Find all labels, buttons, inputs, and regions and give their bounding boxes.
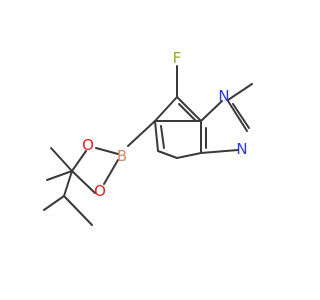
structure-canvas: F N N B O O bbox=[43, 49, 253, 226]
chemical-structure-diagram: F N N B O O bbox=[43, 49, 253, 226]
bond-lines bbox=[43, 65, 253, 226]
atom-boron: B bbox=[117, 147, 127, 165]
atom-nitrogen-methyl: N bbox=[218, 87, 229, 105]
atom-fluorine: F bbox=[173, 49, 182, 67]
atom-oxygen-top: O bbox=[82, 136, 94, 154]
atom-nitrogen-imine: N bbox=[236, 140, 247, 158]
atom-oxygen-bottom: O bbox=[94, 182, 106, 200]
